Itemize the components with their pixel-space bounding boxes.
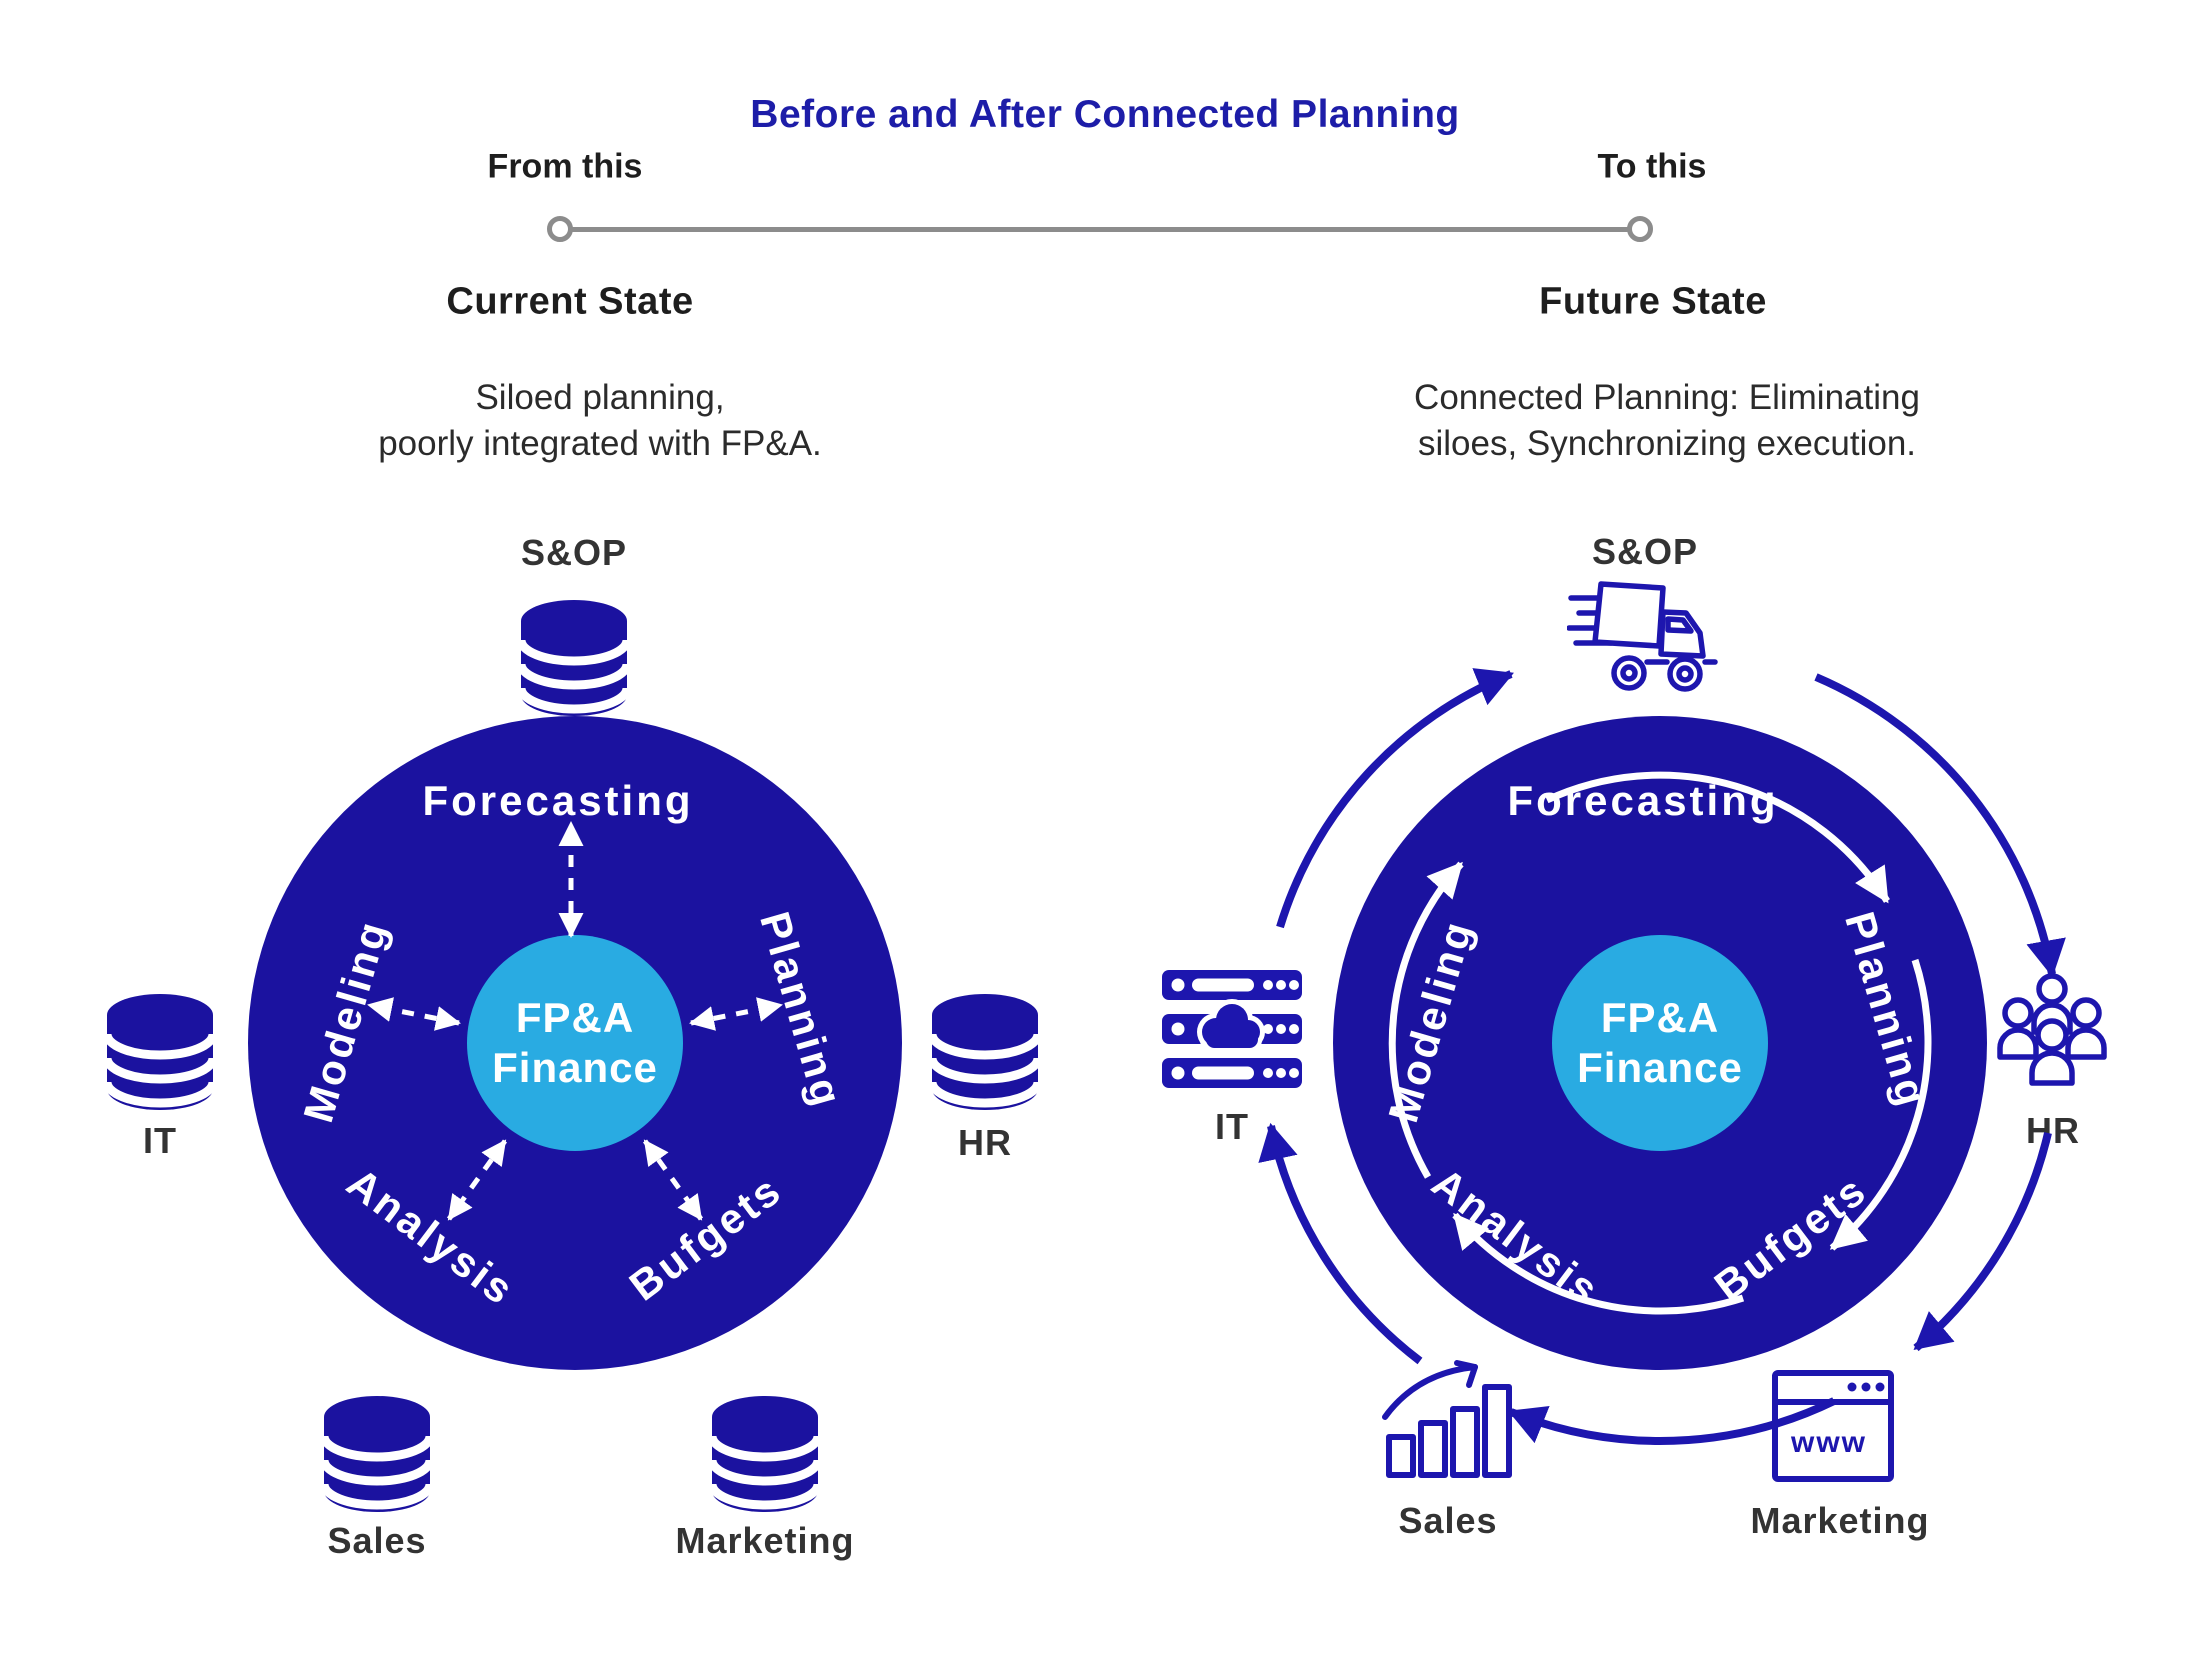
page-title: Before and After Connected Planning — [750, 93, 1460, 136]
current-ring-label-forecasting: Forecasting — [422, 777, 694, 824]
database-icon — [322, 1396, 432, 1512]
future-node-it: IT — [1215, 1106, 1249, 1147]
people-icon — [1997, 973, 2107, 1086]
future-node-marketing: Marketing — [1750, 1500, 1930, 1541]
future-state-description: Connected Planning: Eliminating siloes, … — [1414, 375, 1920, 467]
current-node-marketing: Marketing — [675, 1520, 855, 1561]
future-fpa-finance-hub: FP&A Finance — [1552, 935, 1768, 1151]
future-node-sop: S&OP — [1591, 531, 1699, 572]
current-state-description: Siloed planning, poorly integrated with … — [378, 375, 822, 467]
server-cloud-icon — [1162, 970, 1302, 1088]
current-node-sop: S&OP — [520, 532, 628, 573]
future-description-line1: Connected Planning: Eliminating — [1414, 377, 1920, 417]
current-description-line2: poorly integrated with FP&A. — [378, 424, 822, 463]
future-description-line2: siloes, Synchronizing execution. — [1417, 424, 1917, 463]
future-ring-label-forecasting: Forecasting — [1507, 777, 1779, 824]
database-icon — [710, 1396, 820, 1512]
future-node-hr: HR — [2026, 1110, 2080, 1151]
future-node-sales: Sales — [1398, 1500, 1498, 1541]
database-icon — [930, 994, 1040, 1110]
bar-chart-growth-icon — [1382, 1360, 1512, 1478]
current-node-sales: Sales — [327, 1520, 427, 1561]
timeline-start-dot — [547, 216, 573, 242]
database-icon — [105, 994, 215, 1110]
future-hub-line1: FP&A — [1600, 994, 1720, 1042]
current-node-hr: HR — [958, 1122, 1012, 1163]
database-icon — [519, 600, 629, 716]
current-hub-line2: Finance — [492, 1044, 658, 1091]
current-description-line1: Siloed planning, — [475, 377, 725, 417]
future-hub-line2: Finance — [1577, 1044, 1743, 1091]
browser-www-text: www — [1790, 1426, 1867, 1459]
timeline-end-dot — [1627, 216, 1653, 242]
browser-www-icon: www — [1772, 1370, 1894, 1482]
current-state-heading: Current State — [446, 280, 694, 323]
future-state-heading: Future State — [1539, 280, 1767, 323]
truck-icon — [1567, 581, 1718, 692]
timeline-line — [560, 227, 1640, 232]
current-fpa-finance-hub: FP&A Finance — [467, 935, 683, 1151]
to-this-label: To this — [1597, 147, 1707, 186]
current-hub-line1: FP&A — [515, 994, 635, 1042]
current-node-it: IT — [143, 1120, 177, 1161]
from-this-label: From this — [487, 147, 643, 186]
